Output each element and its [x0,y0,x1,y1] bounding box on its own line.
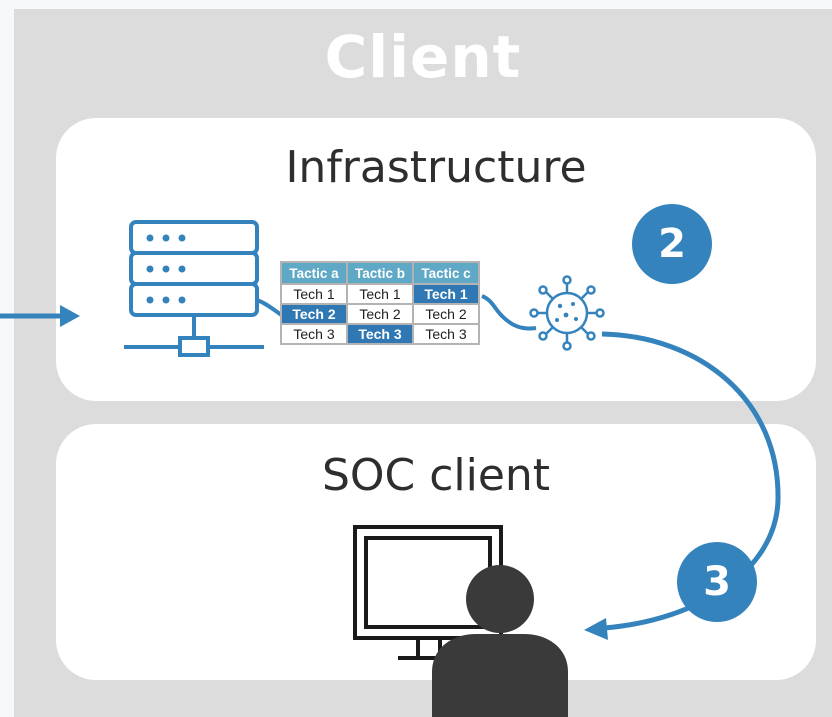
table-cell-highlighted: Tech 2 [280,303,348,325]
incoming-arrow-icon [0,305,80,327]
person-icon [432,565,568,717]
virus-icon [529,275,605,351]
infrastructure-title: Infrastructure [285,142,587,193]
table-cell: Tech 3 [412,323,480,345]
step-3-badge: 3 [677,542,757,622]
table-row: Tech 1 Tech 1 Tech 1 [280,283,480,305]
table-row: Tech 2 Tech 2 Tech 2 [280,303,480,325]
table-cell: Tech 2 [346,303,414,325]
table-cell: Tech 1 [346,283,414,305]
client-title: Client [324,23,522,91]
step-2-badge: 2 [632,204,712,284]
attack-matrix-table: Tactic a Tactic b Tactic c Tech 1 Tech 1… [280,261,480,345]
soc-client-title: SOC client [321,450,551,501]
table-header-row: Tactic a Tactic b Tactic c [280,261,480,285]
table-cell: Tech 1 [280,283,348,305]
network-icon [124,315,264,357]
table-row: Tech 3 Tech 3 Tech 3 [280,323,480,345]
table-cell-highlighted: Tech 3 [346,323,414,345]
table-cell: Tech 2 [412,303,480,325]
table-header-cell: Tactic c [412,261,480,285]
table-header-cell: Tactic a [280,261,348,285]
server-icon [129,220,259,317]
table-cell-highlighted: Tech 1 [412,283,480,305]
table-header-cell: Tactic b [346,261,414,285]
table-cell: Tech 3 [280,323,348,345]
